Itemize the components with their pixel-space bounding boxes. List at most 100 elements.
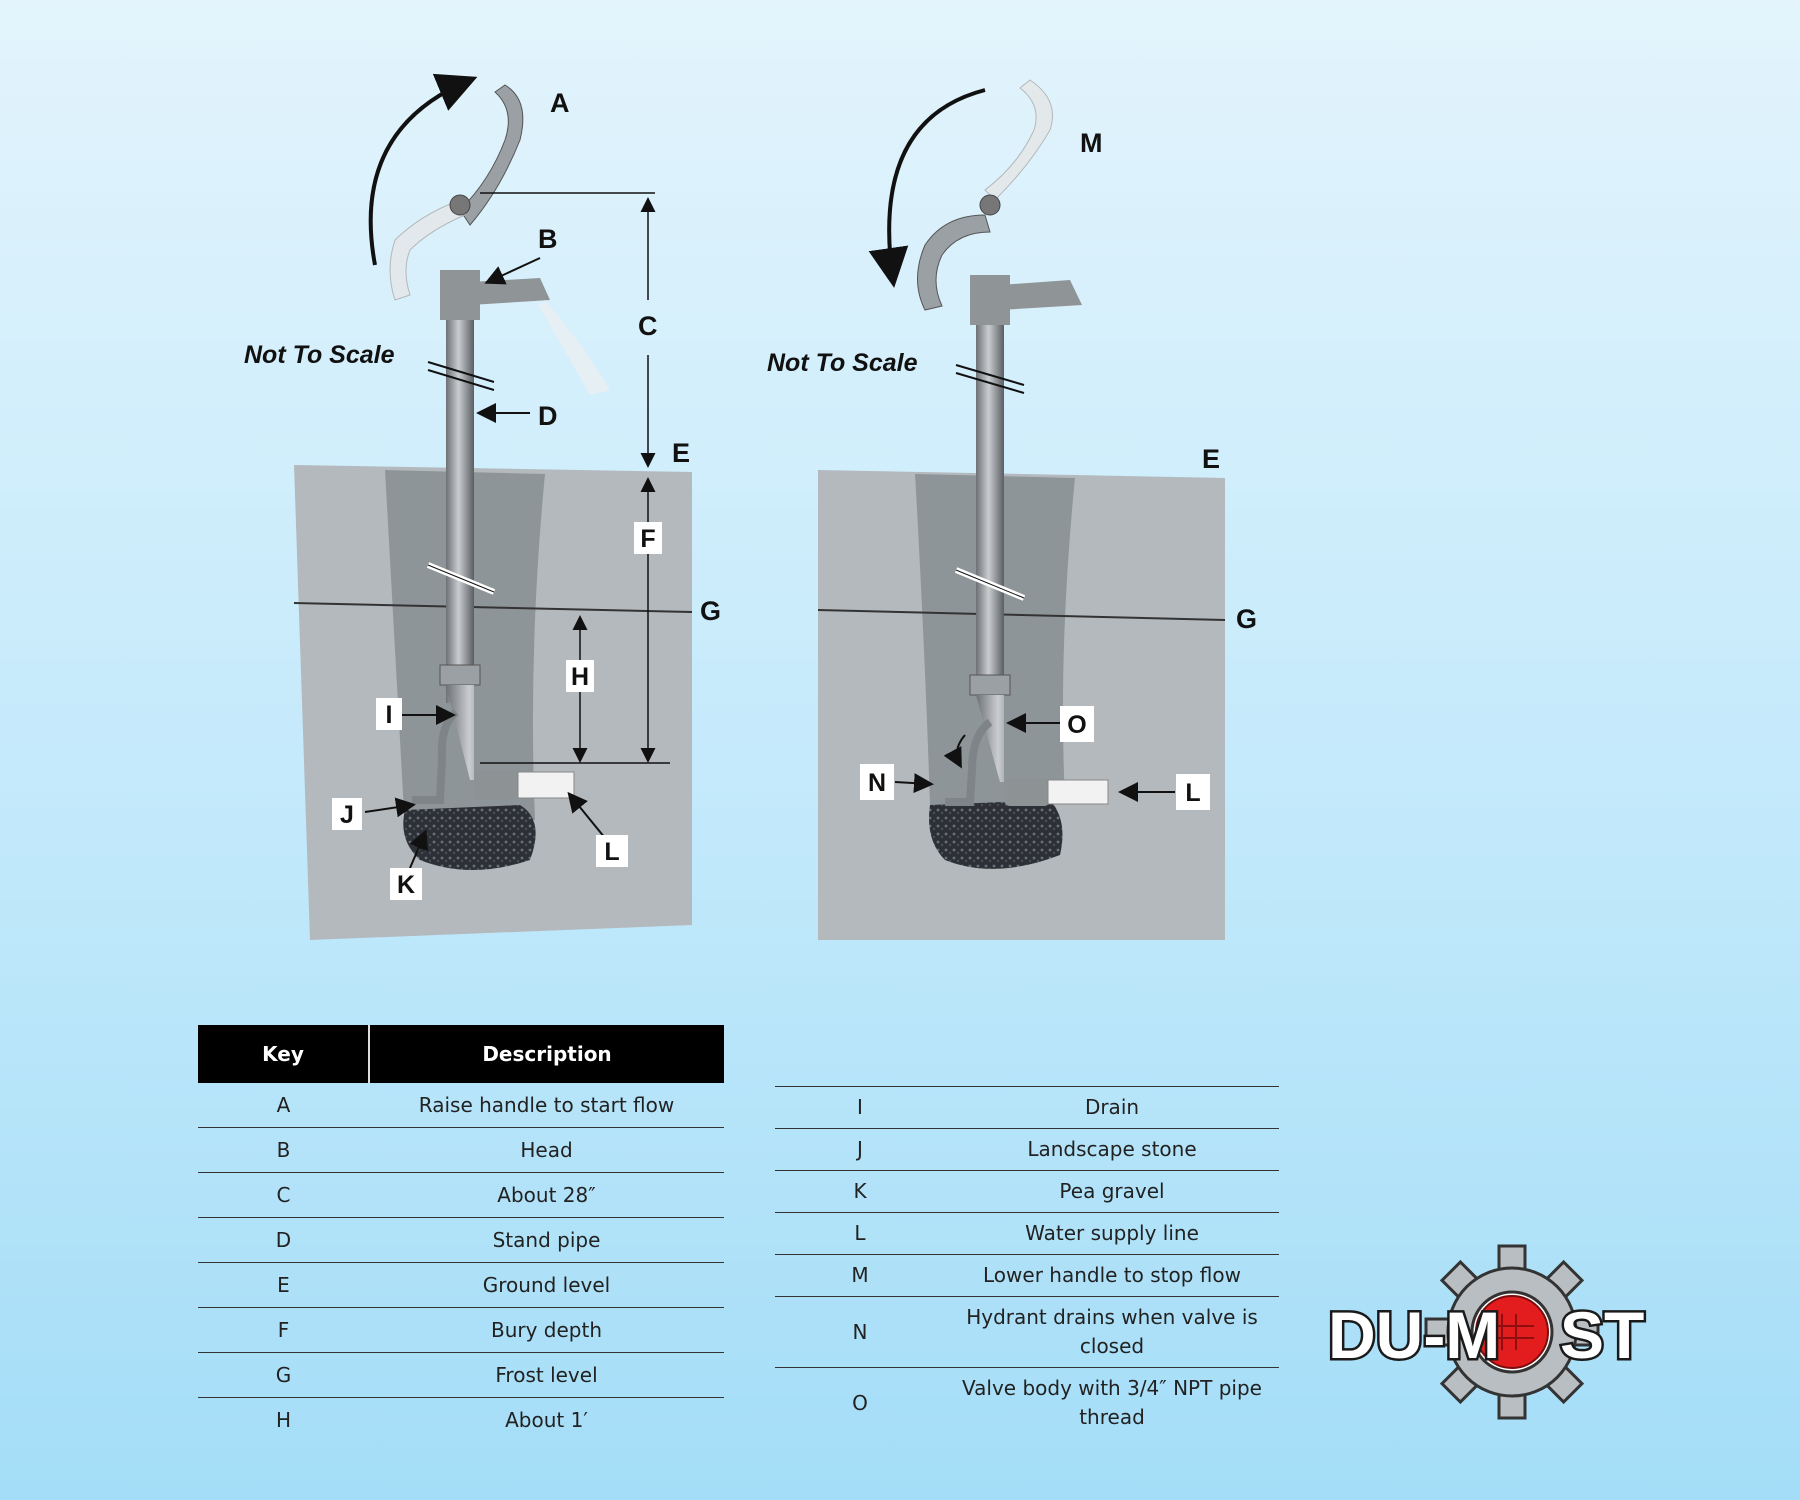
label-m: M (1080, 128, 1103, 158)
gravel-bed (403, 805, 536, 870)
label-d: D (538, 401, 558, 431)
hydrant-diagram: Not To Scale A B C D E G F H I J K L (244, 73, 1257, 940)
pointer-n (894, 773, 934, 794)
row-description: Valve body with 3/4″ NPT pipe thread (962, 1376, 1262, 1429)
not-to-scale-left: Not To Scale (244, 341, 395, 369)
drain-flow-arrow (943, 734, 966, 769)
label-l-right: L (1185, 779, 1200, 807)
break-mark-upper-right (955, 364, 1025, 386)
supply-line-right (1047, 779, 1109, 805)
not-to-scale-right: Not To Scale (767, 349, 918, 377)
label-k: K (397, 871, 415, 899)
row-key: B (198, 1127, 369, 1173)
row-key: L (775, 1212, 945, 1255)
valve-body (446, 685, 498, 800)
du-most-logo: DU-M ST (1326, 1244, 1647, 1420)
row-description: Frost level (369, 1352, 724, 1398)
frost-level-line (293, 602, 693, 613)
valve-coupling (439, 664, 481, 686)
label-f: F (640, 525, 655, 553)
label-h: H (571, 663, 589, 691)
pointer-k (409, 829, 428, 869)
label-g-right: G (1236, 604, 1257, 634)
gravel-bed-right (929, 800, 1063, 869)
raise-arrow (368, 73, 478, 266)
label-c: C (638, 311, 658, 341)
row-description: Pea gravel (945, 1170, 1279, 1213)
label-j: J (340, 801, 354, 829)
header-key: Key (198, 1025, 370, 1083)
row-description: Head (369, 1127, 724, 1173)
row-key: K (775, 1170, 945, 1213)
lower-arrow (868, 88, 986, 288)
row-description: Water supply line (945, 1212, 1279, 1255)
label-n: N (868, 769, 886, 797)
table-row: H About 1′ (198, 1398, 724, 1443)
label-o: O (1067, 711, 1086, 739)
table-row: O Valve body with 3/4″ NPT pipe thread (775, 1368, 1279, 1439)
elbow-outlet (474, 770, 520, 800)
supply-line (517, 771, 575, 799)
label-i: I (386, 701, 393, 729)
row-key: C (198, 1172, 369, 1218)
water-stream (538, 300, 610, 395)
pointer-l (567, 791, 606, 839)
break-mark-lower-outline (427, 564, 495, 593)
row-description: Lower handle to stop flow (945, 1254, 1279, 1297)
stand-pipe-right (976, 322, 1004, 687)
handle-pivot-right (979, 194, 1001, 216)
label-e: E (672, 438, 690, 468)
header-description: Description (369, 1025, 724, 1083)
right-hydrant-diagram: Not To Scale M E G O N L (767, 79, 1257, 940)
red-fist-icon (1475, 1295, 1549, 1369)
pump-handle-ghost-right (984, 79, 1053, 201)
pump-handle-lowered (917, 214, 991, 311)
row-key: A (198, 1083, 369, 1128)
row-key: N (775, 1296, 945, 1368)
row-key: F (198, 1307, 369, 1353)
label-a: A (550, 88, 570, 118)
pointer-j (364, 797, 416, 818)
drain-tube-right (945, 718, 993, 806)
logo-text-right: ST (1560, 1298, 1644, 1372)
logo-text-left: DU-M (1328, 1298, 1500, 1372)
row-description: About 1′ (505, 1407, 588, 1432)
label-b: B (538, 224, 558, 254)
pointer-b (484, 257, 541, 285)
row-key: M (775, 1254, 945, 1297)
table-header-row: Key Description (198, 1025, 724, 1083)
valve-coupling-right (969, 674, 1011, 696)
break-mark-upper-right-2 (955, 372, 1025, 394)
label-e-right: E (1202, 444, 1220, 474)
left-hydrant-diagram: Not To Scale A B C D E G F H I J K L (244, 73, 721, 940)
spout (470, 278, 550, 305)
row-key: J (775, 1128, 945, 1171)
break-mark-lower-right-outline (955, 569, 1025, 599)
row-key: E (198, 1262, 369, 1308)
row-key: O (852, 1390, 868, 1415)
row-description: Landscape stone (945, 1128, 1279, 1171)
break-mark-upper (427, 361, 495, 383)
row-key: H (275, 1407, 292, 1432)
handle-pivot (449, 194, 471, 216)
label-g: G (700, 596, 721, 626)
row-key: D (198, 1217, 369, 1263)
row-key: I (775, 1086, 945, 1129)
row-description: Bury depth (369, 1307, 724, 1353)
label-l-left: L (604, 838, 619, 866)
spout-right (1000, 280, 1082, 310)
